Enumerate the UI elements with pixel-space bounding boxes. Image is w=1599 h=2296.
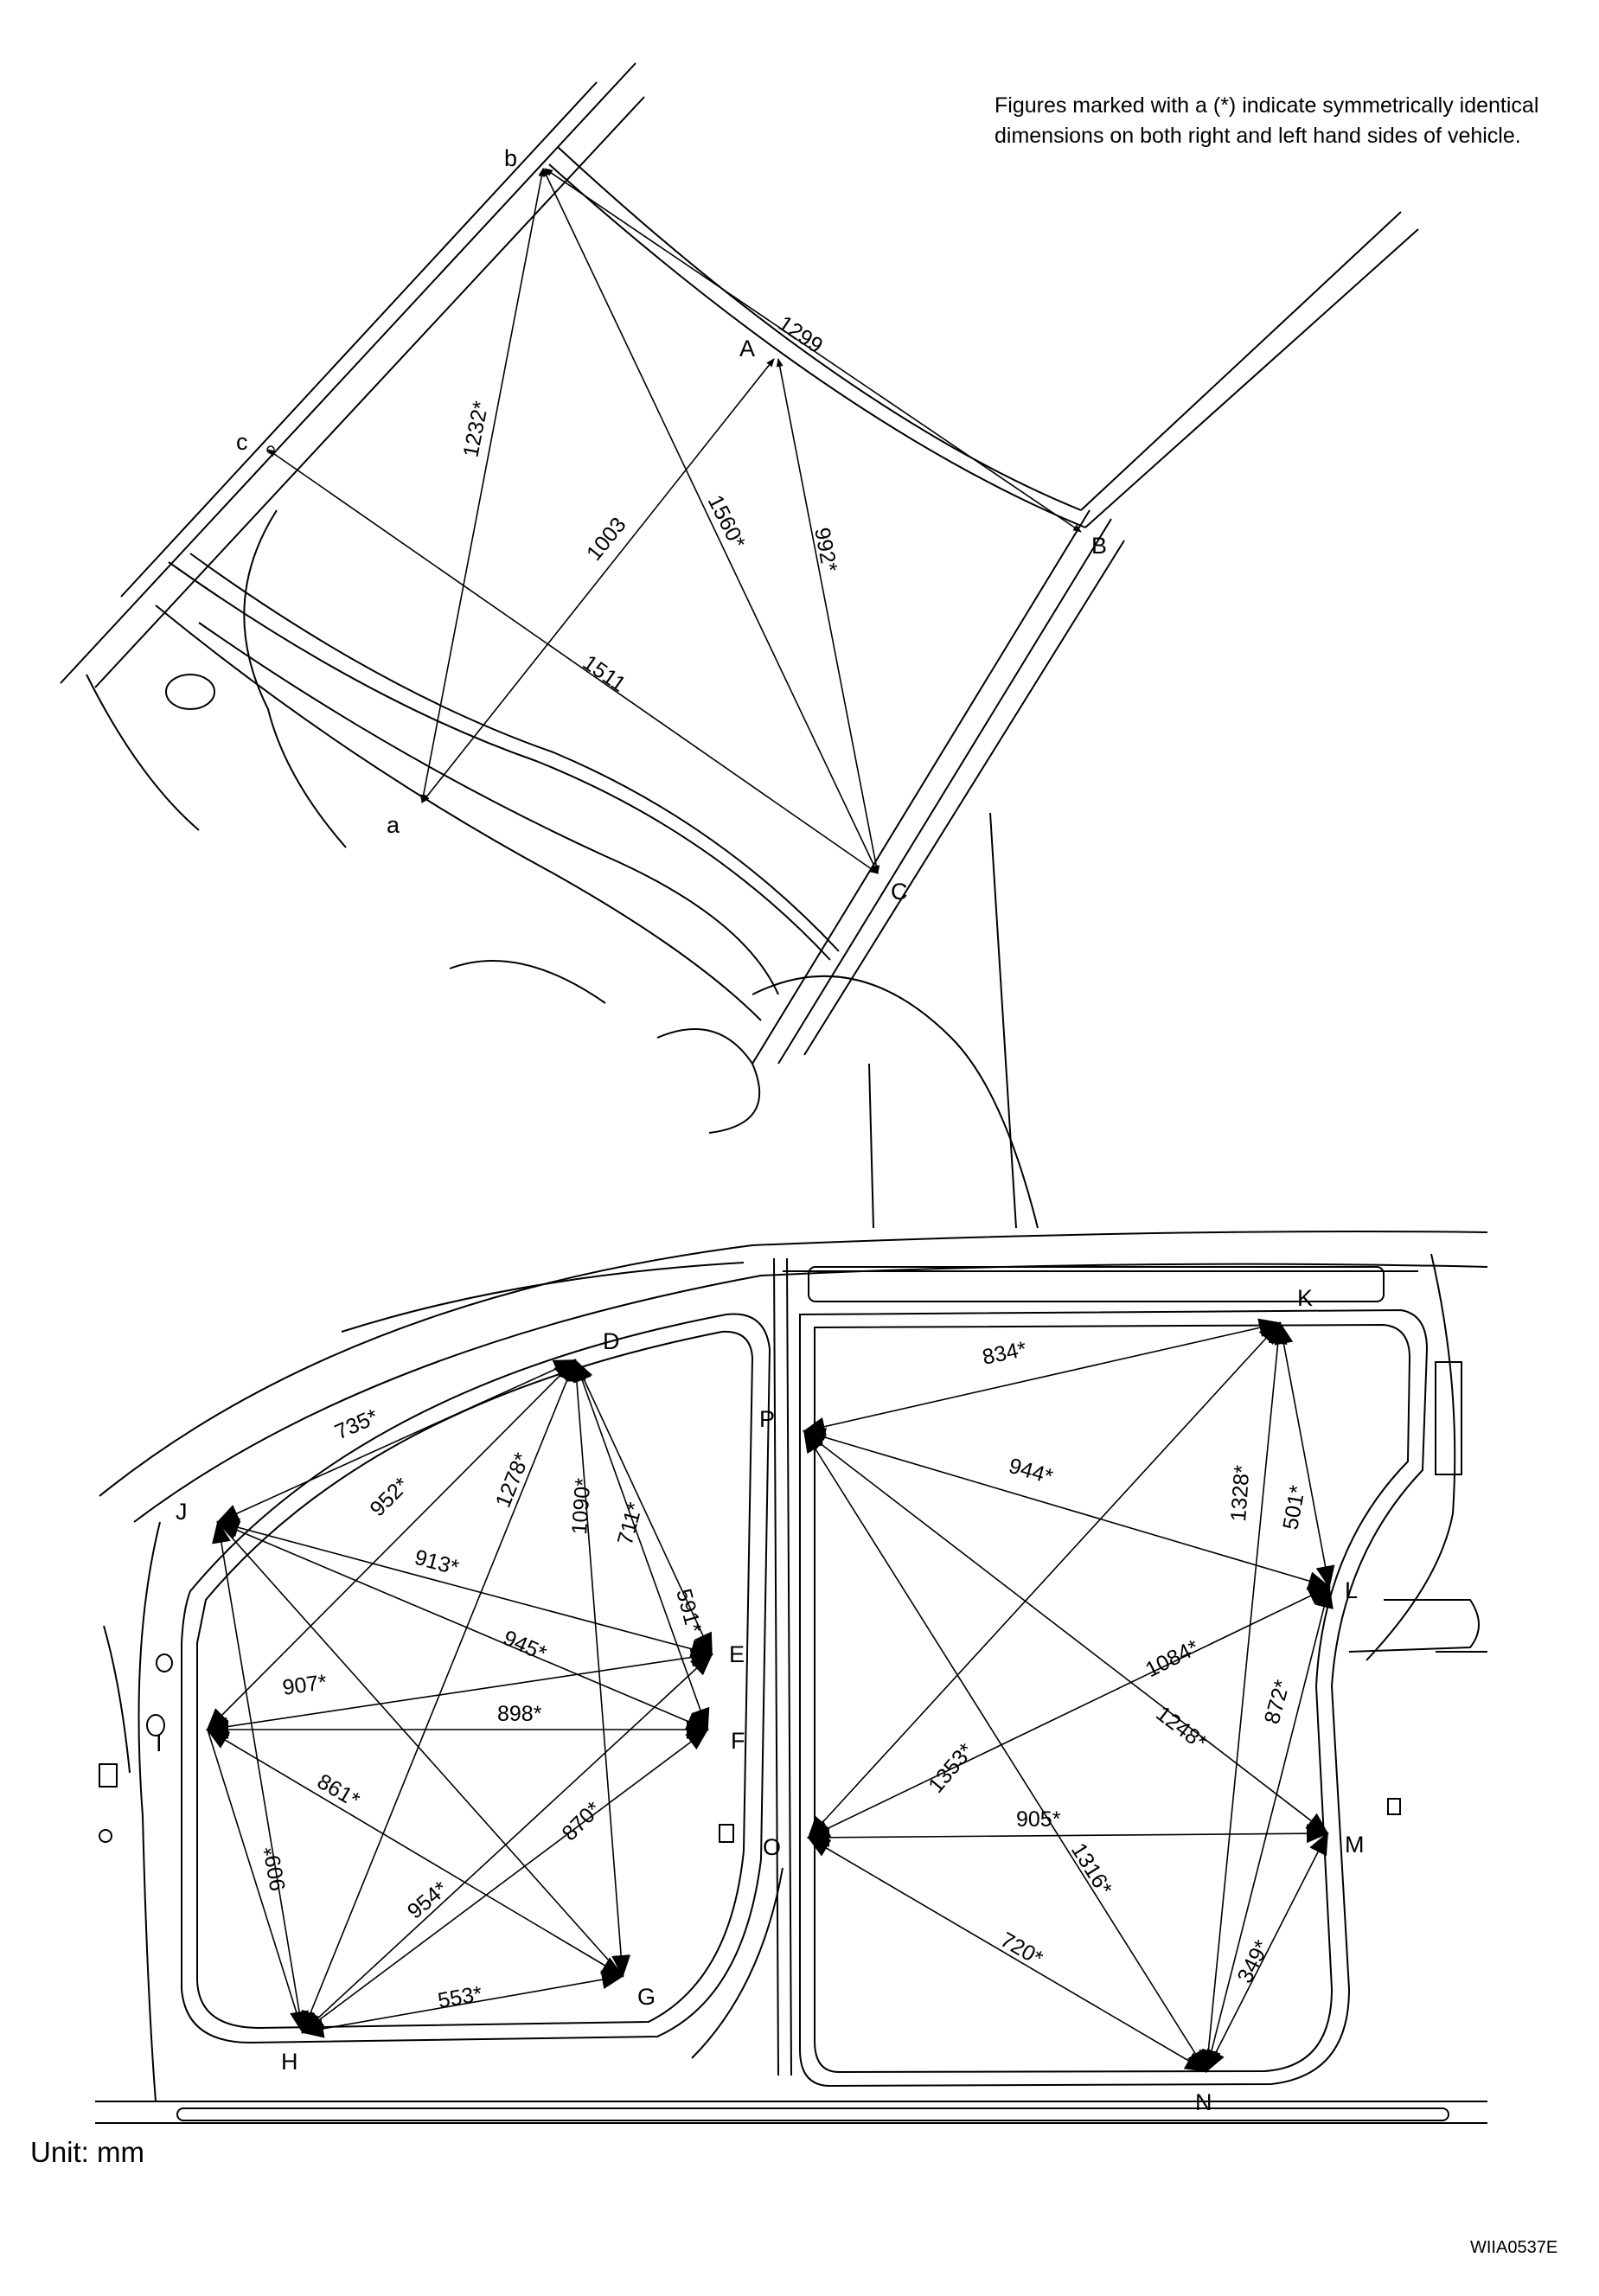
point-label-B: B [1091, 533, 1107, 559]
dim-line-L-N [1202, 1585, 1334, 2073]
symmetry-note: Figures marked with a (*) indicate symme… [995, 93, 1539, 148]
dim-line-c-C [267, 449, 879, 874]
side-body-outline [95, 1231, 1488, 2124]
dim-line-A-C [776, 358, 880, 874]
dim-line-b-C [542, 168, 879, 874]
point-label-M: M [1345, 1832, 1365, 1858]
point-label-F: F [731, 1728, 745, 1754]
point-label-O: O [763, 1834, 781, 1860]
dim-line-P-N [803, 1429, 1208, 2073]
dim-K-N: 1328* [1226, 1464, 1255, 1522]
dim-line-D-H [301, 1359, 577, 2034]
dim-line-P-K [803, 1318, 1282, 1436]
point-label-E: E [729, 1641, 745, 1667]
point-label-L: L [1345, 1577, 1358, 1603]
point-label-H: H [281, 2049, 298, 2075]
dim-b-a: 1232* [458, 399, 493, 459]
point-label-A: A [739, 336, 755, 361]
rear-door-measurements [803, 1318, 1335, 2073]
dim-D-G: 1090* [567, 1477, 596, 1535]
point-label-I: I [156, 1730, 163, 1756]
point-label-C: C [891, 879, 908, 905]
upper-measurements [266, 168, 1082, 874]
dim-line-O-L [807, 1586, 1331, 1839]
point-label-b: b [504, 145, 517, 171]
point-label-N: N [1195, 2089, 1212, 2115]
point-label-K: K [1297, 1285, 1313, 1311]
point-label-P: P [759, 1406, 775, 1432]
dim-line-N-M [1206, 1832, 1328, 2073]
dim-line-J-H [212, 1520, 309, 2034]
dim-O-M: 905* [1016, 1807, 1061, 1832]
dim-D-F: 591* [671, 1586, 706, 1635]
dim-J-E: 913* [412, 1545, 461, 1580]
dim-line-O-N [807, 1836, 1208, 2073]
dim-J-F: 945* [500, 1626, 551, 1666]
dim-D-H: 1278* [491, 1449, 535, 1511]
figure-code: WIIA0537E [1470, 2238, 1558, 2257]
upper-point-labels: b c A B C a [236, 145, 1107, 905]
dim-P-M: 1248* [1151, 1701, 1211, 1755]
dim-line-K-L [1274, 1321, 1335, 1589]
dim-line-D-F [572, 1359, 710, 1731]
dim-I-E: 907* [281, 1670, 329, 1700]
dim-line-D-I [206, 1359, 577, 1731]
dim-P-L: 944* [1006, 1454, 1055, 1489]
side-point-labels: D E F G H I J K L M N O P [156, 1285, 1365, 2115]
dim-line-K-O [807, 1321, 1282, 1839]
point-label-J: J [176, 1499, 188, 1525]
dim-I-F: 898* [497, 1702, 542, 1726]
upper-dimension-labels: 1299 1232* 1560* 1003 992* 1511 [458, 311, 841, 697]
dim-A-a: 1003 [582, 513, 631, 566]
dim-b-C: 1560* [703, 491, 751, 553]
dim-J-H: 909* [259, 1845, 291, 1893]
dim-H-G: 553* [436, 1981, 484, 2013]
dim-line-O-M [807, 1824, 1329, 1847]
point-label-a: a [387, 812, 400, 838]
dim-K-O: 1353* [924, 1739, 979, 1798]
dim-A-C: 992* [809, 526, 841, 574]
dim-P-N: 1316* [1066, 1839, 1117, 1899]
side-dimension-labels: 735* 952* 1278* 1090* 711* 591* 913* 945… [259, 1337, 1310, 2013]
upper-body-outline [60, 62, 1419, 1229]
dim-L-N: 872* [1260, 1677, 1295, 1726]
unit-label: Unit: mm [30, 2136, 144, 2168]
dim-D-E: 711* [613, 1500, 648, 1547]
dim-D-I: 952* [365, 1473, 413, 1521]
dim-line-I-H [207, 1729, 304, 2033]
dim-H-E: 870* [557, 1797, 605, 1845]
dim-c-C: 1511 [579, 650, 630, 697]
point-label-G: G [637, 1984, 656, 2010]
dim-I-G: 861* [313, 1769, 364, 1813]
dim-line-b-a [419, 168, 546, 803]
dim-P-K: 834* [980, 1337, 1028, 1370]
point-label-c: c [236, 429, 248, 455]
dim-K-L: 501* [1278, 1483, 1310, 1532]
dim-line-H-G [301, 1970, 624, 2038]
dim-b-B: 1299 [774, 311, 828, 358]
front-door-measurements [206, 1359, 713, 2038]
dim-O-N: 720* [996, 1928, 1047, 1971]
dim-O-L: 1084* [1142, 1635, 1203, 1683]
point-label-D: D [603, 1328, 620, 1354]
